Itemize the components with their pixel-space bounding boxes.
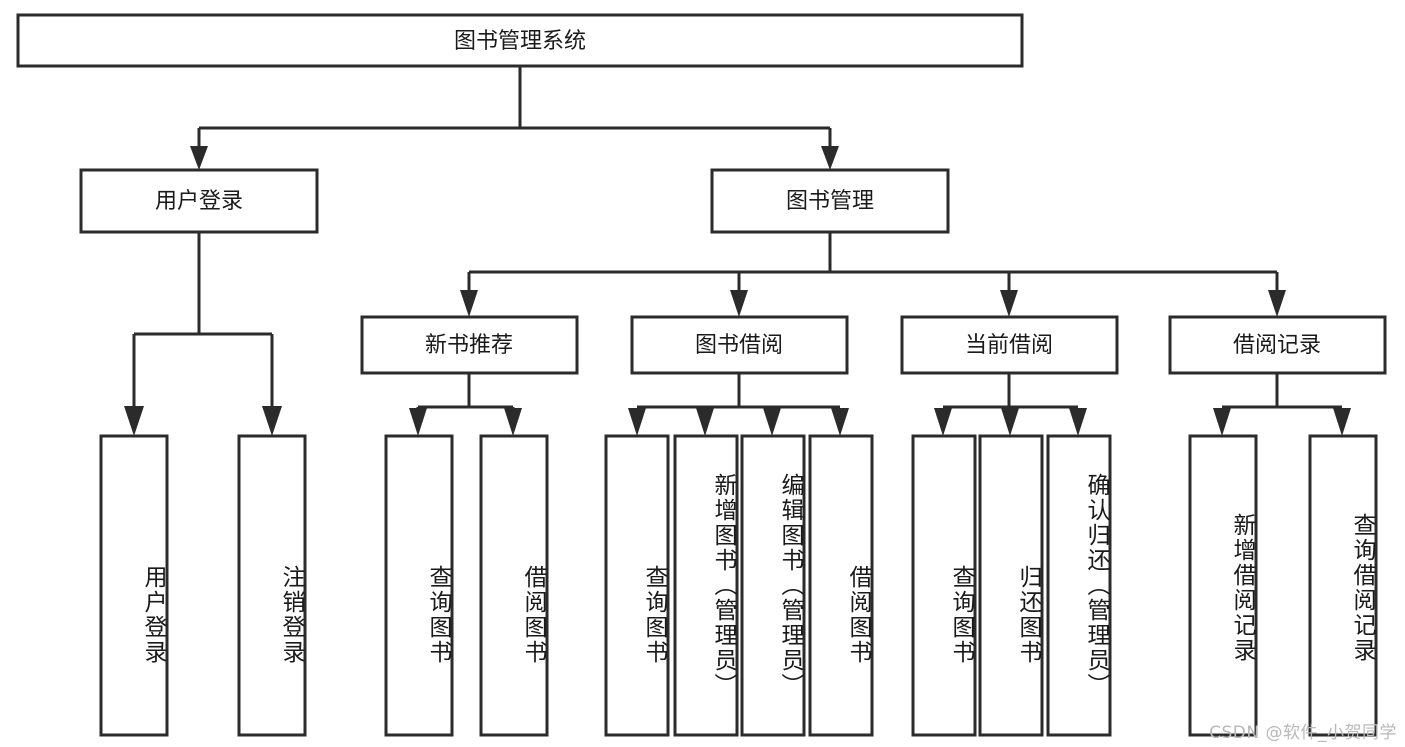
- leaf-box-confirm-return[interactable]: [1046, 434, 1112, 737]
- arrowhead-leaf-logout: [262, 406, 282, 436]
- arrowhead-leaf-query-book-c: [934, 408, 952, 436]
- leaf-box-edit-book[interactable]: [740, 434, 806, 737]
- leaf-box-query-record[interactable]: [1308, 434, 1378, 737]
- node-box-layer: [16, 13, 1387, 737]
- arrowhead-leaf-return-book: [1001, 408, 1019, 436]
- csdn-watermark: CSDN @软件_小贺同学: [1209, 723, 1397, 743]
- arrowhead-leaf-add-record: [1213, 408, 1231, 436]
- arrowhead-borrow-record: [1268, 290, 1286, 317]
- leaf-box-add-book[interactable]: [673, 434, 739, 737]
- arrowhead-leaf-query-book-b: [628, 408, 646, 436]
- arrowhead-leaf-query-record: [1333, 408, 1351, 436]
- arrowhead-new-book: [460, 290, 478, 317]
- leaf-box-borrow-book-b[interactable]: [808, 434, 874, 737]
- leaf-box-add-record[interactable]: [1188, 434, 1258, 737]
- leaf-box-query-book-b[interactable]: [604, 434, 670, 737]
- arrowhead-leaf-add-book: [696, 408, 714, 436]
- node-book-manage-box[interactable]: [710, 168, 950, 234]
- node-current-borrow-box[interactable]: [900, 315, 1119, 375]
- label-user-login: 用户登录: [155, 189, 243, 214]
- label-root: 图书管理系统: [454, 29, 586, 54]
- node-user-login-box[interactable]: [79, 168, 319, 234]
- leaf-box-return-book[interactable]: [978, 434, 1044, 737]
- arrowhead-book-borrow: [730, 290, 748, 317]
- label-book-manage: 图书管理: [786, 189, 874, 214]
- leaf-box-query-book-c[interactable]: [911, 434, 977, 737]
- arrowhead-current-borrow: [1000, 290, 1018, 317]
- label-book-borrow: 图书借阅: [695, 333, 783, 358]
- arrowhead-book-manage: [821, 146, 839, 170]
- arrowhead-leaf-borrow-book-b: [831, 408, 849, 436]
- leaf-box-borrow-book-a[interactable]: [479, 434, 549, 737]
- arrowhead-leaf-confirm-return: [1069, 408, 1087, 436]
- node-book-borrow-box[interactable]: [630, 315, 849, 375]
- node-borrow-record-box[interactable]: [1168, 315, 1387, 375]
- label-borrow-record: 借阅记录: [1233, 333, 1321, 358]
- arrowhead-leaf-edit-book: [763, 408, 781, 436]
- node-new-book-box[interactable]: [360, 315, 579, 375]
- horizontal-label-layer: 图书管理系统 用户登录 图书管理 新书推荐 图书借阅 当前借阅 借阅记录: [155, 29, 1321, 358]
- connector-layer: [124, 66, 1351, 436]
- leaf-box-user-login[interactable]: [99, 434, 169, 737]
- label-new-book: 新书推荐: [425, 333, 513, 358]
- label-current-borrow: 当前借阅: [965, 333, 1053, 358]
- node-root-box[interactable]: [16, 13, 1024, 68]
- leaf-box-logout[interactable]: [237, 434, 307, 737]
- leaf-box-query-book-a[interactable]: [384, 434, 454, 737]
- arrowhead-user-login: [190, 146, 208, 170]
- arrowhead-leaf-query-book-a: [409, 408, 427, 436]
- arrowhead-leaf-user-login: [124, 406, 144, 436]
- arrowhead-leaf-borrow-book-a: [504, 408, 522, 436]
